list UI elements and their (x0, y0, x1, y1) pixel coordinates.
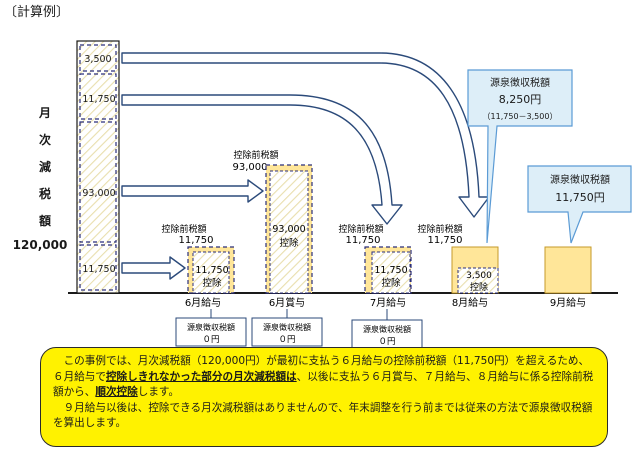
july-salary-deduction-value: 11,750 (374, 265, 407, 276)
sep-callout-label: 源泉徴収税額 (550, 173, 610, 186)
arrow-to-june-bonus (121, 179, 264, 203)
aug-callout-formula: （11,750－3,500） (483, 112, 558, 121)
explanation-note: この事例では、月次減税額（120,000円）が最初に支払う６月給与の控除前税額（… (40, 347, 608, 447)
june-salary-deduction-value: 11,750 (195, 265, 228, 276)
segment-label-11750-bottom: 11,750 (82, 264, 115, 275)
svg-text:源泉徴収税額: 源泉徴収税額 (263, 322, 311, 332)
monthly-reduction-total: 120,000 (13, 238, 68, 252)
segment-label-11750-top: 11,750 (82, 94, 115, 105)
aug-salary-pre-tax-value: 11,750 (428, 235, 463, 246)
june-bonus-pre-tax-label: 控除前税額 (233, 149, 278, 161)
sep-salary-axis-label: 9月給与 (550, 296, 586, 309)
svg-text:税: 税 (39, 186, 51, 201)
svg-text:月: 月 (38, 106, 51, 120)
segment-3500 (79, 44, 117, 72)
june-salary-bar: 控除前税額 11,750 11,750 控除 6月給与 (161, 223, 235, 309)
withholding-box-june-bonus: 源泉徴収税額 ０円 (251, 317, 323, 347)
segment-label-3500: 3,500 (84, 54, 111, 65)
withholding-arrow-ticks (210, 309, 388, 320)
note-paragraph-1: この事例では、月次減税額（120,000円）が最初に支払う６月給与の控除前税額（… (53, 355, 594, 398)
june-bonus-deduction-label: 控除 (279, 237, 299, 249)
svg-text:０円: ０円 (378, 337, 395, 347)
withholding-box-june-salary: 源泉徴収税額 ０円 (175, 317, 247, 347)
aug-salary-deduction-label: 控除 (470, 281, 488, 293)
aug-salary-pre-tax-label: 控除前税額 (417, 223, 462, 235)
july-salary-pre-tax-value: 11,750 (346, 235, 381, 246)
sep-salary-bar: 9月給与 (544, 246, 592, 309)
monthly-reduction-label: 月 次 減 税 額 (38, 106, 51, 228)
july-salary-pre-tax-label: 控除前税額 (338, 223, 383, 235)
june-bonus-axis-label: 6月賞与 (269, 296, 305, 309)
june-salary-pre-tax-label: 控除前税額 (161, 223, 206, 235)
svg-text:源泉徴収税額: 源泉徴収税額 (187, 322, 235, 332)
june-salary-axis-label: 6月給与 (185, 296, 221, 309)
withholding-box-july-salary: 源泉徴収税額 ０円 (351, 319, 423, 349)
page-heading: 〔計算例〕 (4, 4, 69, 20)
arrow-to-july-salary (121, 94, 403, 225)
note-paragraph-2: ９月給与以後は、控除できる月次減税額はありませんので、年末調整を行う前までは従来… (53, 401, 593, 430)
aug-callout-label: 源泉徴収税額 (490, 76, 550, 89)
svg-text:０円: ０円 (202, 335, 219, 345)
segment-label-93000: 93,000 (82, 188, 115, 199)
segment-11750-bottom (79, 244, 117, 291)
svg-text:源泉徴収税額: 源泉徴収税額 (363, 324, 411, 334)
july-salary-deduction-label: 控除 (381, 277, 401, 289)
aug-salary-axis-label: 8月給与 (452, 296, 488, 309)
segment-93000 (79, 121, 117, 243)
june-bonus-pre-tax-value: 93,000 (233, 162, 268, 173)
aug-callout-value: 8,250円 (499, 93, 542, 106)
june-salary-deduction-label: 控除 (202, 277, 222, 289)
aug-salary-deduction-value: 3,500 (466, 271, 492, 281)
june-bonus-deduction-value: 93,000 (272, 224, 305, 235)
aug-salary-bar: 控除前税額 11,750 3,500 控除 8月給与 (417, 223, 499, 309)
svg-text:０円: ０円 (278, 335, 295, 345)
arrow-to-aug-salary (121, 52, 490, 218)
monthly-reduction-bar: 3,500 11,750 93,000 11,750 (76, 40, 120, 294)
svg-text:減: 減 (39, 159, 51, 174)
july-salary-bar: 控除前税額 11,750 11,750 控除 7月給与 (338, 223, 412, 309)
july-salary-axis-label: 7月給与 (370, 296, 406, 309)
svg-text:次: 次 (39, 132, 51, 147)
sep-withholding-callout: 源泉徴収税額 11,750円 (527, 165, 632, 244)
segment-11750-top (79, 73, 117, 120)
svg-text:額: 額 (38, 213, 51, 228)
arrow-to-june-salary (121, 256, 186, 280)
sep-callout-value: 11,750円 (555, 191, 605, 204)
flow-arrows (121, 52, 490, 280)
june-bonus-bar: 控除前税額 93,000 93,000 控除 6月賞与 (233, 149, 313, 309)
june-salary-pre-tax-value: 11,750 (179, 235, 214, 246)
aug-withholding-callout: 源泉徴収税額 8,250円 （11,750－3,500） (467, 69, 573, 244)
